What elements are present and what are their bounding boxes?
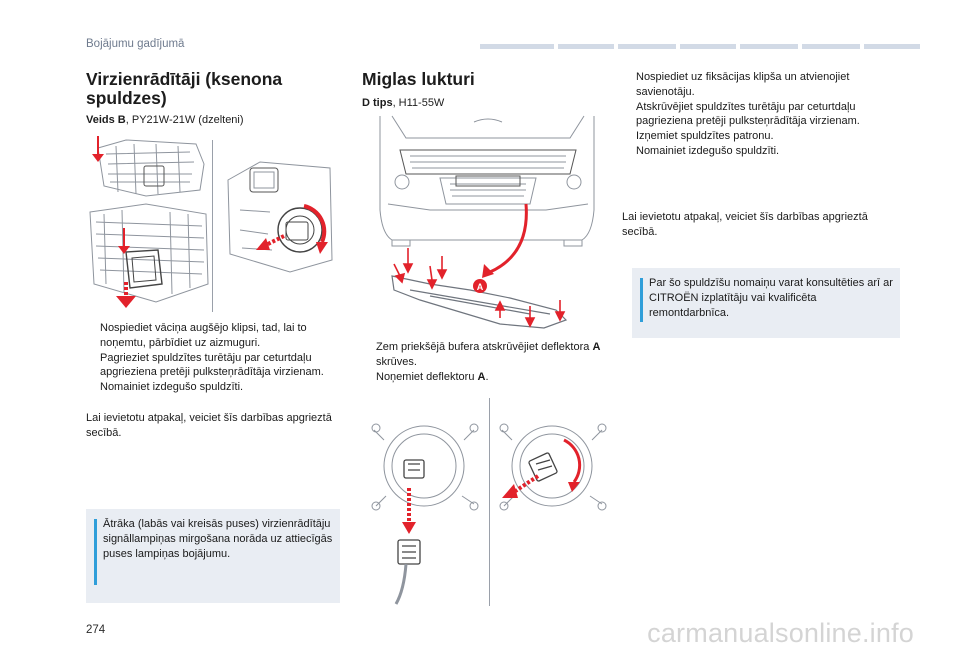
callout-a-label: A xyxy=(477,282,484,292)
left-arrow-icon xyxy=(256,238,270,250)
bulb-holder-illustration xyxy=(227,161,333,273)
bulb-type-value: , H11-55W xyxy=(392,97,445,109)
turn-signal-bulb-type: Veids B, PY21W-21W (dzelteni) xyxy=(86,113,336,128)
bulb-type-label: Veids B xyxy=(86,114,126,126)
step-item: Nomainiet izdegušo spuldzīti. xyxy=(636,144,780,157)
bulb-type-value: , PY21W-21W (dzelteni) xyxy=(125,114,244,126)
section-title: Bojājumu gadījumā xyxy=(86,38,185,50)
step-item: Atskrūvējiet spuldzītes turētāju par cet… xyxy=(636,100,860,128)
fog-lamp-connector-illustration xyxy=(371,423,479,605)
info-note-text: Ātrāka (labās vai kreisās puses) virzien… xyxy=(103,518,333,560)
refit-text: Lai ievietotu atpakaļ, veiciet šīs darbī… xyxy=(622,211,868,238)
step-item: Nomainiet izdegušo spuldzīti. xyxy=(100,381,244,394)
info-note: Ātrāka (labās vai kreisās puses) virzien… xyxy=(86,509,340,603)
fog-lamp-steps: Zem priekšējā bufera atskrūvējiet deflek… xyxy=(362,340,622,384)
fog-lamps-heading: Miglas lukturi xyxy=(362,69,475,89)
bulb-type-label: D tips xyxy=(362,97,393,109)
curved-arrow-icon xyxy=(482,264,494,278)
divider xyxy=(489,398,490,606)
rotate-arrow-icon xyxy=(316,242,328,254)
step-item: Nospiediet vāciņa augšējo klipsi, tad, l… xyxy=(100,322,307,349)
divider xyxy=(212,140,213,312)
step-item: Nospiediet uz fiksācijas klipša un atvie… xyxy=(636,71,850,98)
down-arrow-icon xyxy=(116,296,136,308)
down-arrow-icon xyxy=(402,522,416,534)
fog-bulb-type: D tips, H11-55W xyxy=(362,96,444,111)
step-item: Izņemiet spuldzītes patronu. xyxy=(636,130,774,143)
rotate-arrow-icon xyxy=(568,482,580,492)
refit-text: Lai ievietotu atpakaļ, veiciet šīs darbī… xyxy=(86,412,332,439)
down-arrow-icon xyxy=(92,154,104,162)
down-arrow-icon xyxy=(118,246,130,254)
watermark: carmanualsonline.info xyxy=(647,618,914,648)
headlamp-cover-illustration xyxy=(89,136,209,308)
page-number: 274 xyxy=(86,624,106,636)
callout-a-badge xyxy=(473,279,487,293)
fog-bulb-steps: Nospiediet uz fiksācijas klipša un atvie… xyxy=(622,70,894,159)
info-note: Par šo spuldzīšu nomaiņu varat konsultēt… xyxy=(632,268,900,338)
turn-signal-steps: Nospiediet vāciņa augšējo klipsi, tad, l… xyxy=(86,321,336,395)
step-item: Zem priekšējā bufera atskrūvējiet deflek… xyxy=(376,341,601,368)
pull-arrow-icon xyxy=(502,484,518,498)
fog-lamp-holder-illustration xyxy=(499,423,607,511)
step-item: Noņemiet deflektoru A. xyxy=(376,370,489,383)
step-item: Pagrieziet spuldzītes turētāju par cetur… xyxy=(100,351,324,379)
turn-signals-heading: Virzienrādītāji (ksenona spuldzes) xyxy=(86,69,283,108)
front-bumper-illustration: A xyxy=(379,115,595,329)
info-note-text: Par šo spuldzīšu nomaiņu varat konsultēt… xyxy=(649,277,893,319)
